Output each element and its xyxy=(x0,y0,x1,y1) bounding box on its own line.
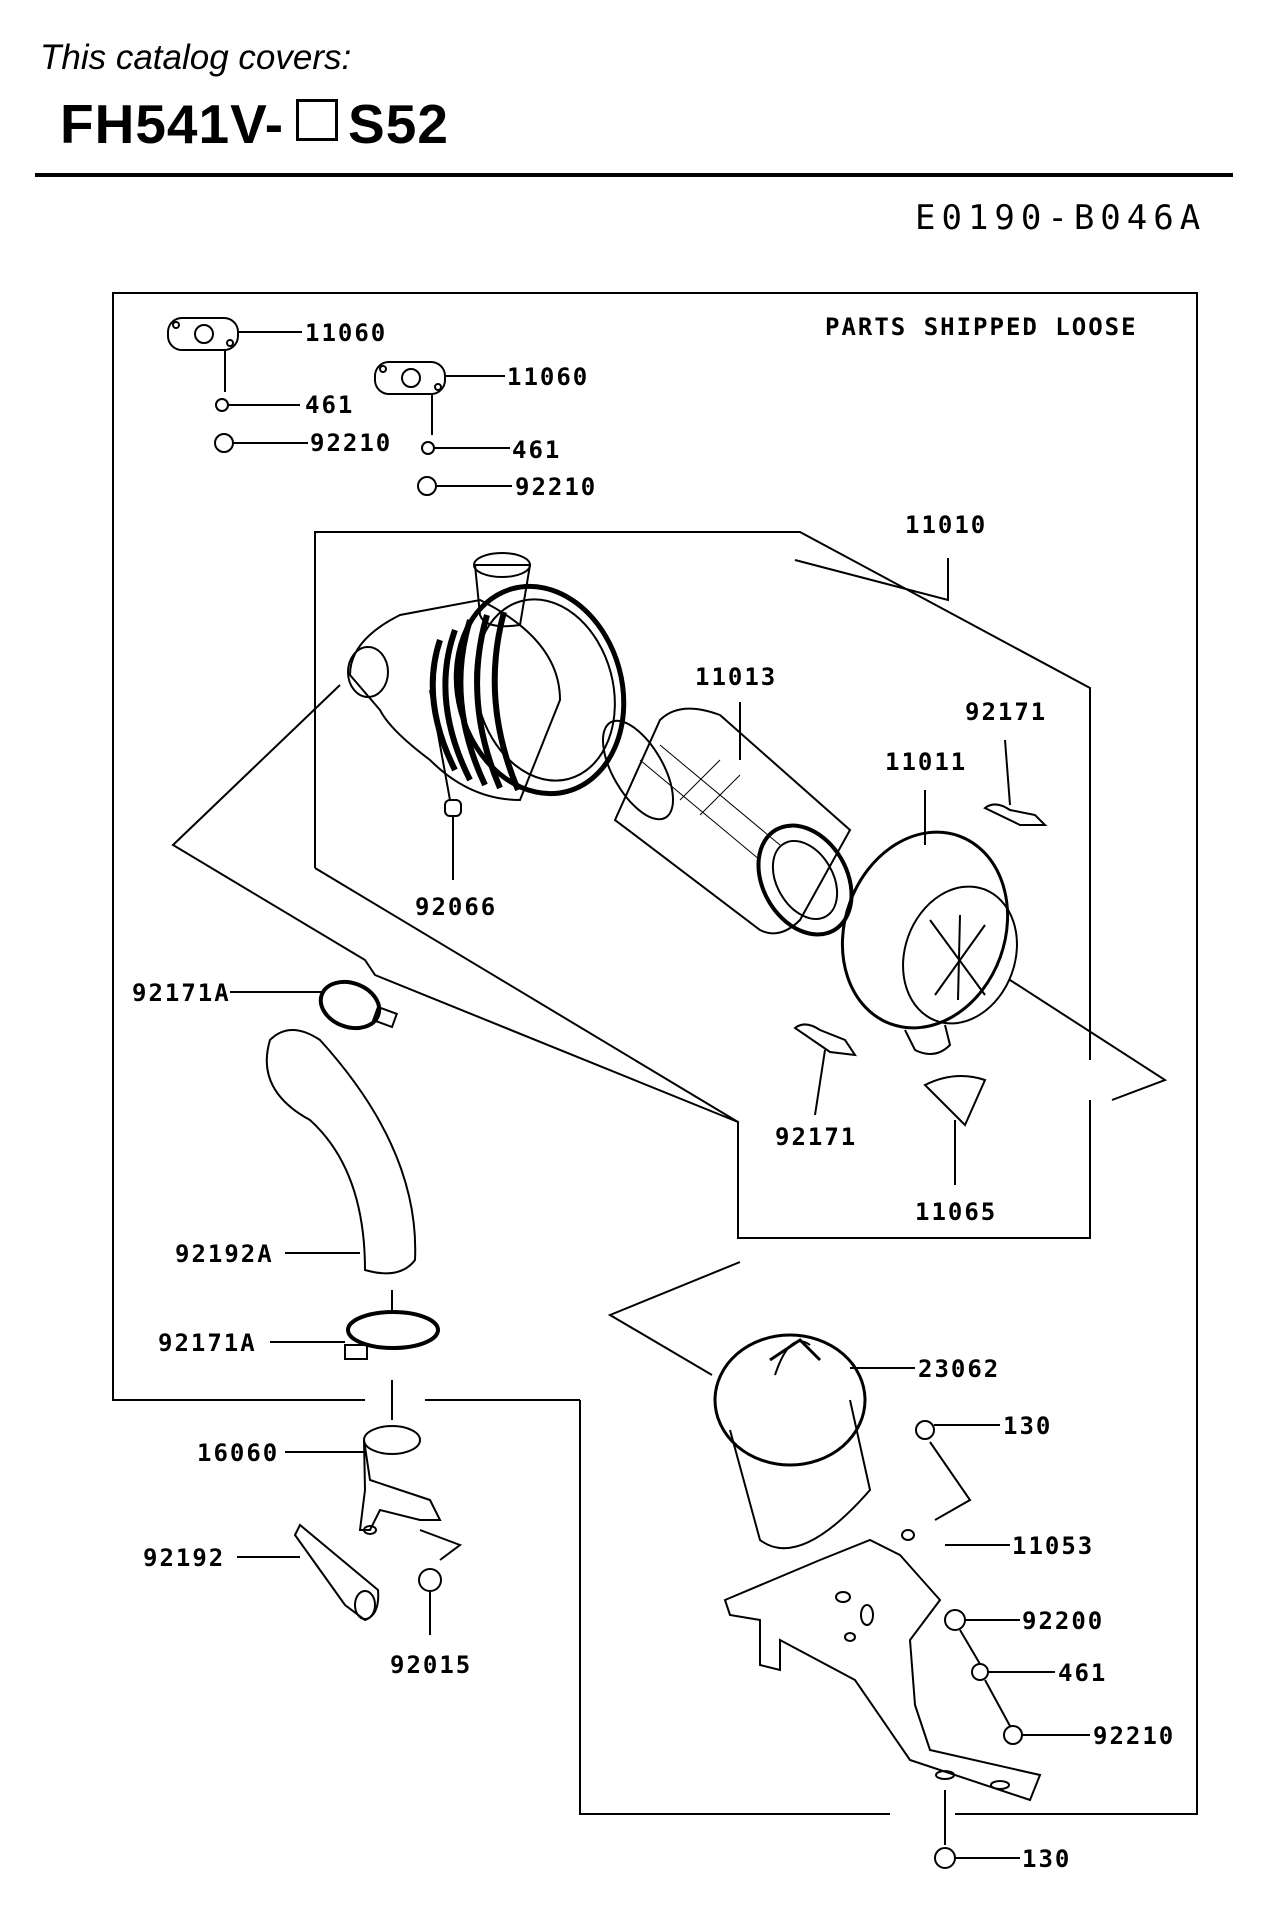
adapter-16060 xyxy=(358,1425,442,1535)
model-number: FH541V- S52 xyxy=(60,92,449,156)
label-92192A: 92192A xyxy=(175,1240,274,1268)
label-92210-a: 92210 xyxy=(310,429,392,457)
label-92066: 92066 xyxy=(415,893,497,921)
label-11065: 11065 xyxy=(915,1198,997,1226)
label-23062: 23062 xyxy=(918,1355,1000,1383)
label-130-b: 130 xyxy=(1022,1845,1071,1873)
hose-clamp-92171A-b xyxy=(344,1310,440,1360)
label-11011: 11011 xyxy=(885,748,967,776)
label-11013: 11013 xyxy=(695,663,777,691)
breather-hose-end xyxy=(354,1590,376,1620)
valve-11065 xyxy=(923,1075,987,1127)
assembly-outline-segment xyxy=(314,531,1091,1060)
cover-11011 xyxy=(840,830,1018,1055)
washer-461-c xyxy=(971,1663,989,1681)
label-11060-a: 11060 xyxy=(305,319,387,347)
filter-element-11013 xyxy=(602,707,854,937)
label-92200: 92200 xyxy=(1022,1607,1104,1635)
washer-461-a xyxy=(215,398,229,412)
label-92210-b: 92210 xyxy=(515,473,597,501)
gasket-11060-b xyxy=(374,361,446,395)
label-11060-b: 11060 xyxy=(507,363,589,391)
model-prefix: FH541V- xyxy=(60,93,285,155)
label-92171-b: 92171 xyxy=(775,1123,857,1151)
leader-92171-b xyxy=(814,1049,826,1116)
air-cleaner-body xyxy=(347,552,627,802)
nut-axis xyxy=(419,1529,463,1561)
label-92015: 92015 xyxy=(390,1651,472,1679)
model-suffix: S52 xyxy=(348,93,449,155)
assembly-outline-segment xyxy=(1009,979,1168,1101)
parts-shipped-loose-note: PARTS SHIPPED LOOSE xyxy=(825,313,1138,341)
hose-clamp-92171A-a xyxy=(318,979,399,1031)
catalog-covers-text: This catalog covers: xyxy=(40,38,352,77)
plug-92066 xyxy=(444,799,462,817)
label-461-b: 461 xyxy=(512,436,561,464)
band-23062 xyxy=(713,1333,872,1550)
bracket-assembly-outline xyxy=(607,1261,741,1376)
nut-92210-a xyxy=(214,433,234,453)
label-92210-c: 92210 xyxy=(1093,1722,1175,1750)
header-rule xyxy=(35,173,1233,177)
fastener-axis xyxy=(959,1629,981,1665)
label-92171-a: 92171 xyxy=(965,698,1047,726)
label-92171A-b: 92171A xyxy=(158,1329,257,1357)
label-11053: 11053 xyxy=(1012,1532,1094,1560)
nut-92210-b xyxy=(417,476,437,496)
catalog-code: E0190-B046A xyxy=(915,198,1207,238)
model-variant-box xyxy=(296,99,339,141)
nut-92015 xyxy=(418,1568,442,1592)
washer-461-b xyxy=(421,441,435,455)
label-16060: 16060 xyxy=(197,1439,279,1467)
label-130-a: 130 xyxy=(1003,1412,1052,1440)
assembly-outline-segment xyxy=(314,867,739,1123)
air-cleaner-assembly-outline xyxy=(171,684,1091,1239)
leader-92066-upper xyxy=(429,689,451,801)
label-92192: 92192 xyxy=(143,1544,225,1572)
leader-92171-a xyxy=(1004,739,1011,806)
gasket-11060-a xyxy=(167,317,239,351)
label-92171A-a: 92171A xyxy=(132,979,231,1007)
bolt-130-a xyxy=(915,1420,935,1440)
clip-92171-a xyxy=(983,803,1048,826)
parts-shipped-loose-boundary xyxy=(112,292,1198,1815)
label-11010: 11010 xyxy=(905,511,987,539)
nut-92210-c xyxy=(1003,1725,1023,1745)
washer-92200 xyxy=(944,1609,966,1631)
bracket-11053 xyxy=(723,1529,1042,1802)
label-461-a: 461 xyxy=(305,391,354,419)
leader-11010 xyxy=(794,558,949,602)
fastener-axis xyxy=(984,1679,1011,1727)
breather-hose-92192 xyxy=(293,1523,380,1622)
bolt-130-b xyxy=(934,1847,956,1869)
clip-92171-b xyxy=(793,1023,858,1057)
label-461-c: 461 xyxy=(1058,1659,1107,1687)
boundary-segment xyxy=(579,1400,890,1815)
bolt-axis xyxy=(929,1441,972,1521)
hose-92192A xyxy=(265,1029,417,1275)
